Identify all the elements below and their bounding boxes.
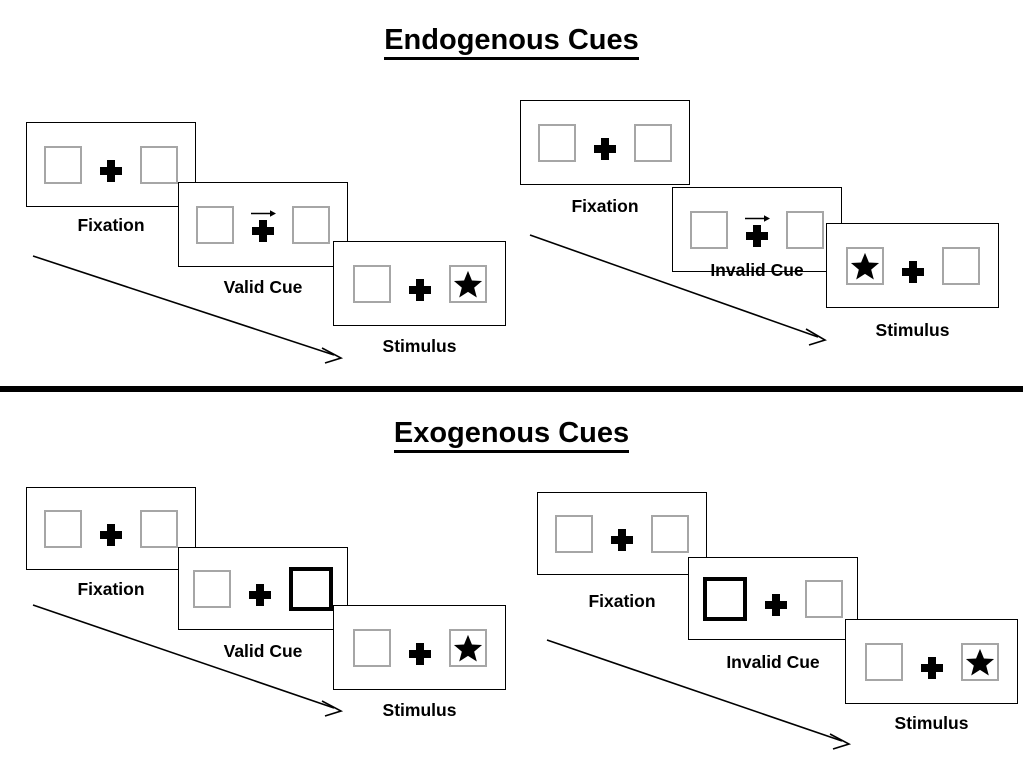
placeholder-box-left xyxy=(193,569,231,608)
fixation-cross-icon xyxy=(611,528,633,551)
flow-arrow-exogenous-invalid xyxy=(546,639,852,750)
placeholder-box-left xyxy=(538,123,576,162)
fixation-center xyxy=(609,517,635,551)
placeholder-box-right xyxy=(140,509,178,548)
placeholder-box-left xyxy=(352,628,391,667)
fixation-cross-icon xyxy=(252,219,274,242)
placeholder-box-left xyxy=(352,264,391,303)
panel-label-endogenous-invalid-stimulus: Stimulus xyxy=(875,320,950,340)
flow-arrow-endogenous-valid xyxy=(32,255,344,364)
target-box-right xyxy=(960,642,999,681)
cue-arrow-right-icon xyxy=(251,209,276,217)
placeholder-box-left xyxy=(196,205,234,244)
star-icon xyxy=(453,634,482,661)
placeholder-box-left xyxy=(44,509,82,548)
section-divider xyxy=(0,386,1023,392)
fixation-cross-icon xyxy=(901,260,924,283)
cued-box-right xyxy=(289,566,333,611)
placeholder-box-right xyxy=(786,210,824,249)
star-icon xyxy=(965,648,994,675)
section-title-endogenous-text: Endogenous Cues xyxy=(384,24,639,60)
target-box-right xyxy=(448,628,487,667)
flow-arrow-exogenous-valid xyxy=(32,604,344,717)
placeholder-box-left xyxy=(864,642,903,681)
flow-arrow-endogenous-invalid xyxy=(529,234,827,346)
placeholder-box-left xyxy=(690,210,728,249)
fixation-cross-icon xyxy=(408,278,431,301)
panel-label-endogenous-invalid-fixation: Fixation xyxy=(571,196,639,216)
stimulus-center xyxy=(919,645,945,679)
cued-box-left xyxy=(703,576,747,621)
stimulus-center xyxy=(407,631,433,665)
target-box-right xyxy=(448,264,487,303)
cue-center xyxy=(763,582,789,616)
panel-exogenous-valid-fixation xyxy=(26,487,196,570)
panel-exogenous-invalid-stimulus xyxy=(845,619,1018,704)
placeholder-box-right xyxy=(292,205,330,244)
panel-label-exogenous-valid-cue: Valid Cue xyxy=(223,641,303,661)
fixation-cross-icon xyxy=(920,656,943,679)
panel-label-exogenous-valid-fixation: Fixation xyxy=(77,579,145,599)
panel-label-exogenous-invalid-fixation: Fixation xyxy=(588,591,656,611)
placeholder-box-right xyxy=(651,514,689,553)
panel-label-exogenous-valid-stimulus: Stimulus xyxy=(382,700,457,720)
placeholder-box-left xyxy=(44,145,82,184)
panel-label-endogenous-invalid-cue: Invalid Cue xyxy=(710,260,804,280)
fixation-center xyxy=(98,148,124,182)
placeholder-box-right xyxy=(805,579,843,618)
star-icon xyxy=(850,252,879,279)
cue-arrow-right-icon xyxy=(745,214,770,222)
panel-exogenous-valid-cue xyxy=(178,547,348,630)
section-title-endogenous: Endogenous Cues xyxy=(0,24,1023,60)
panel-label-exogenous-invalid-stimulus: Stimulus xyxy=(894,713,969,733)
cue-center xyxy=(250,208,276,242)
panel-label-endogenous-valid-fixation: Fixation xyxy=(77,215,145,235)
panel-exogenous-valid-stimulus xyxy=(333,605,506,690)
panel-endogenous-invalid-stimulus xyxy=(826,223,999,308)
panel-label-endogenous-valid-cue: Valid Cue xyxy=(223,277,303,297)
panel-label-exogenous-invalid-cue: Invalid Cue xyxy=(726,652,820,672)
fixation-cross-icon xyxy=(100,159,122,182)
fixation-cross-icon xyxy=(746,224,768,247)
stimulus-center xyxy=(900,249,926,283)
panel-endogenous-invalid-cue xyxy=(672,187,842,272)
placeholder-box-left xyxy=(555,514,593,553)
fixation-center xyxy=(592,126,618,160)
panel-endogenous-invalid-fixation xyxy=(520,100,690,185)
cue-center xyxy=(744,213,770,247)
fixation-cross-icon xyxy=(249,583,271,606)
target-box-left xyxy=(845,246,884,285)
stimulus-center xyxy=(407,267,433,301)
panel-endogenous-valid-cue xyxy=(178,182,348,267)
panel-exogenous-invalid-cue xyxy=(688,557,858,640)
fixation-cross-icon xyxy=(765,593,787,616)
panel-exogenous-invalid-fixation xyxy=(537,492,707,575)
placeholder-box-right xyxy=(140,145,178,184)
star-icon xyxy=(453,270,482,297)
placeholder-box-right xyxy=(634,123,672,162)
fixation-center xyxy=(98,512,124,546)
panel-label-endogenous-valid-stimulus: Stimulus xyxy=(382,336,457,356)
fixation-cross-icon xyxy=(594,137,616,160)
fixation-cross-icon xyxy=(408,642,431,665)
cue-center xyxy=(247,572,273,606)
placeholder-box-right xyxy=(941,246,980,285)
section-title-exogenous: Exogenous Cues xyxy=(0,417,1023,453)
section-title-exogenous-text: Exogenous Cues xyxy=(393,417,630,453)
panel-endogenous-valid-fixation xyxy=(26,122,196,207)
panel-endogenous-valid-stimulus xyxy=(333,241,506,326)
fixation-cross-icon xyxy=(100,523,122,546)
